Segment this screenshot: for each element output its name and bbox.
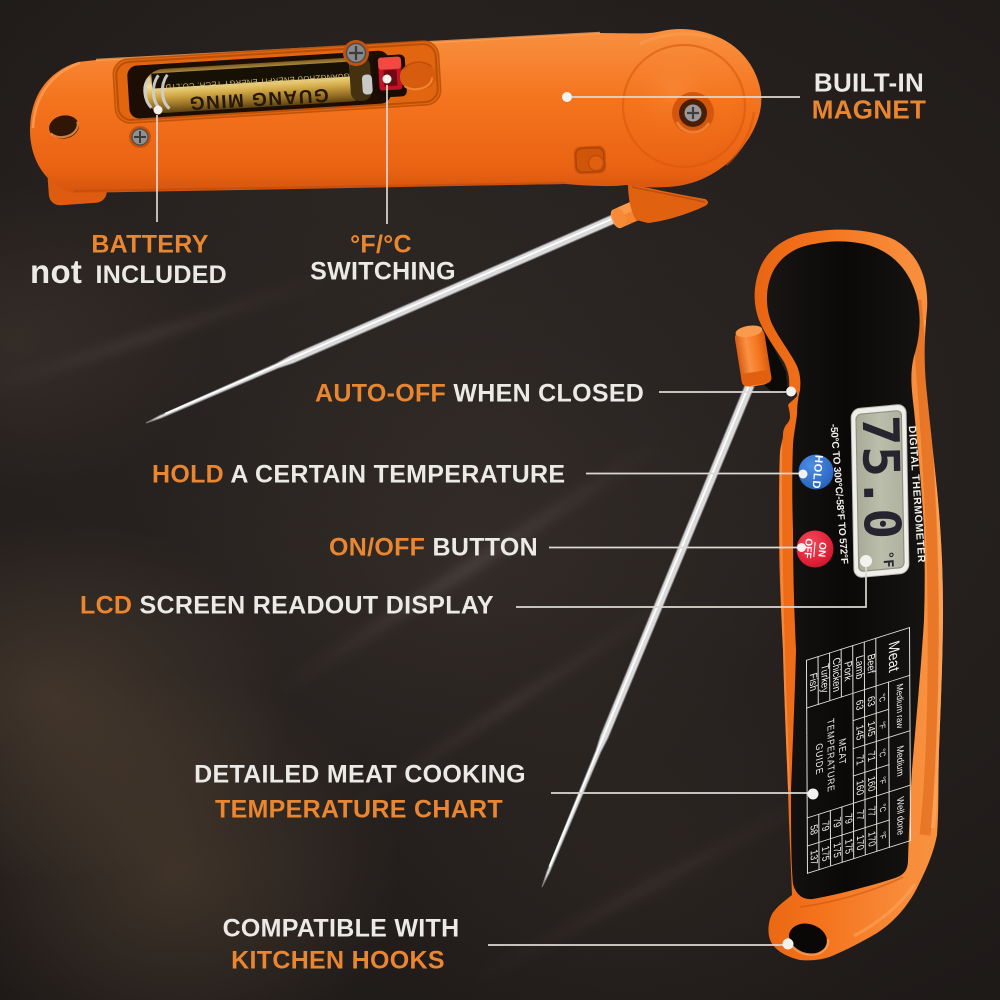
switch-annotation-title: °F/°C (350, 230, 412, 259)
folded-thermometer (30, 29, 762, 424)
lcd-annotation: LCD SCREEN READOUT DISPLAY (80, 592, 494, 621)
lcd-highlight: LCD (80, 591, 133, 620)
auto-off-annotation: AUTO-OFF WHEN CLOSED (315, 380, 644, 409)
screw-icon (129, 126, 151, 148)
onoff-highlight: ON/OFF (329, 533, 426, 562)
hooks-dot (782, 938, 794, 950)
screw-icon (343, 40, 369, 66)
hooks-annotation-line1: COMPATIBLE WITH (222, 914, 460, 943)
on-label: ON (813, 541, 829, 558)
lcd-unit: °F (879, 550, 896, 569)
chart-annotation-line1: DETAILED MEAT COOKING (194, 760, 526, 789)
magnet-label-line1: BUILT-IN (813, 67, 925, 98)
meat-chart: Meat Medium raw Medium Well done °C°F °C… (806, 627, 911, 874)
lcd-rest: SCREEN READOUT DISPLAY (139, 591, 494, 620)
chart-colgroup: Well done (889, 785, 911, 848)
lcd-screen (850, 404, 910, 578)
autooff-dot (786, 386, 796, 397)
chart-row-meat: Lamb (852, 641, 865, 694)
magnet-label-line2: MAGNET (811, 94, 927, 125)
chart-row-meat: Chicken (829, 649, 842, 701)
leader-dots (153, 74, 872, 950)
onoff-button (796, 530, 834, 568)
chart-row-meat: Turkey (818, 652, 830, 705)
chart-annotation-line2: TEMPERATURE CHART (215, 795, 503, 824)
chart-colgroup: Medium raw (888, 675, 911, 738)
onoff-button-label: ON OFF (793, 527, 836, 570)
battery-annotation-line2: not INCLUDED (30, 253, 227, 291)
magnet-dot (562, 92, 572, 102)
chart-row-meat: Beef (864, 638, 876, 690)
chart-row-meat: Fish (806, 656, 819, 709)
auto-off-highlight: AUTO-OFF (315, 379, 447, 408)
onoff-dot (797, 543, 806, 552)
battery-dot (153, 105, 163, 115)
chart-dot (807, 788, 819, 800)
switch-dot (382, 74, 392, 84)
onoff-rest: BUTTON (432, 533, 538, 562)
hooks-annotation-line2: KITCHEN HOOKS (231, 946, 445, 975)
pivot-screw-icon (672, 92, 714, 134)
onoff-annotation: ON/OFF BUTTON (329, 534, 538, 563)
leader-lines (156, 85, 867, 946)
hold-button (798, 454, 834, 490)
switch-annotation-line2: SWITCHING (310, 257, 456, 286)
chart-colgroup: Medium (888, 730, 911, 793)
battery-included-word: INCLUDED (95, 261, 228, 289)
auto-off-rest: WHEN CLOSED (453, 379, 645, 408)
hold-dot (798, 469, 808, 479)
hold-highlight: HOLD (152, 460, 225, 489)
hold-rest: A CERTAIN TEMPERATURE (230, 460, 566, 489)
lcd-dot (860, 555, 872, 567)
battery-annotation-title: BATTERY (91, 230, 209, 259)
upright-probe (541, 382, 755, 888)
chart-row-meat: Pork (841, 645, 853, 698)
upright-thermometer (541, 229, 943, 961)
hold-annotation: HOLD A CERTAIN TEMPERATURE (152, 461, 565, 490)
chart-guide-cell: MEAT TEMPERATURE GUIDE (806, 693, 854, 819)
battery-not-word: not (30, 253, 83, 290)
off-label: OFF (801, 537, 815, 559)
